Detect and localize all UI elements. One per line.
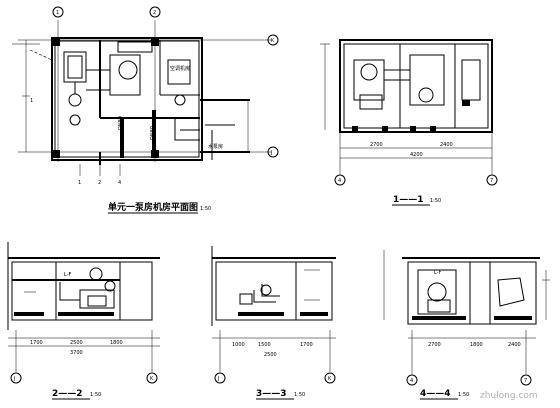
section-3-3-view: 1000 1500 1700 2500 J K 3——3 1:50: [211, 246, 336, 400]
plan-title: 单元一泵房机房平面图: [108, 201, 198, 213]
s44-dim-1: 2700: [428, 342, 441, 348]
s22-axis-bubble-left: [10, 372, 22, 384]
s22-title: 2——2: [52, 389, 83, 399]
plan-room-label-3: DN80: [150, 126, 156, 140]
plan-axis-bottom-2: 2: [98, 180, 101, 186]
s22-dim-2: 2500: [70, 340, 83, 346]
s11-axis-right: 7: [490, 178, 493, 184]
s22-axis-left: J: [13, 376, 15, 382]
plan-dim-left: 1: [30, 98, 33, 104]
plan-scale: 1:50: [200, 206, 211, 212]
s44-axis-right: 7: [524, 378, 527, 384]
s44-axis-bubble-left: [406, 374, 418, 386]
s11-dim-1: 2700: [370, 142, 383, 148]
s11-title: 1——1: [393, 195, 424, 205]
s11-axis-left: 4: [338, 178, 341, 184]
s44-note: L-F: [434, 270, 442, 276]
plan-axis-bubble-right-1: [267, 34, 279, 46]
section-1-1-view: 2700 2400 4200 4 7 1——1 1:50: [320, 39, 498, 206]
s22-axis-right: K: [150, 376, 154, 382]
s33-title: 3——3: [256, 389, 287, 399]
s22-dim-4: 3700: [70, 350, 83, 356]
s44-axis-left: 4: [410, 378, 413, 384]
plan-axis-top-left: 1: [56, 10, 59, 16]
plan-axis-bubble-top-left: [52, 6, 64, 18]
s22-dim-1: 1700: [30, 340, 43, 346]
plan-axis-right-1: K: [271, 38, 275, 44]
s33-dim-3: 1700: [300, 342, 313, 348]
s11-axis-bubble-right: [486, 174, 498, 186]
s22-axis-bubble-right: [146, 372, 158, 384]
s33-dim-4: 2500: [264, 352, 277, 358]
s33-dim-2: 1500: [258, 342, 271, 348]
plan-room-label-2: DN80: [118, 116, 124, 130]
plan-axis-right-2: J: [270, 150, 272, 156]
plan-room-label-4: 水泵房: [208, 143, 223, 150]
s11-dim-2: 2400: [440, 142, 453, 148]
plan-axis-bubble-right-2: [267, 146, 279, 158]
s33-axis-bubble-left: [214, 372, 226, 384]
plan-axis-bottom-1: 1: [78, 180, 81, 186]
s22-dim-3: 1800: [110, 340, 123, 346]
s33-axis-right: K: [328, 376, 332, 382]
s44-title: 4——4: [420, 389, 451, 399]
plan-axis-bubble-top-right: [149, 6, 161, 18]
section-4-4-view: L-F 2700 1800 2400 4 7 4——4 1:50: [383, 250, 550, 400]
s22-scale: 1:50: [90, 392, 101, 398]
plan-room-label-1: 空调机房: [170, 65, 190, 72]
s33-axis-left: J: [217, 376, 219, 382]
s44-scale: 1:50: [458, 392, 469, 398]
plan-axis-top-right: 2: [153, 10, 156, 16]
plan-axis-bottom-3: 4: [118, 180, 121, 186]
s44-dim-3: 2400: [508, 342, 521, 348]
s11-dim-3: 4200: [410, 152, 423, 158]
s11-scale: 1:50: [430, 198, 441, 204]
s44-axis-bubble-right: [520, 374, 532, 386]
s22-note: L-F: [64, 272, 72, 278]
s11-axis-bubble-left: [334, 174, 346, 186]
watermark-text: zhulong.com: [480, 391, 538, 401]
s33-dim-1: 1000: [232, 342, 245, 348]
s33-axis-bubble-right: [324, 372, 336, 384]
plan-view: 1 2 K J: [12, 6, 279, 214]
s33-scale: 1:50: [294, 392, 305, 398]
s44-dim-2: 1800: [470, 342, 483, 348]
section-2-2-view: L-F 1700 2500 1800 3700 J K 2——2 1:50: [7, 242, 160, 400]
